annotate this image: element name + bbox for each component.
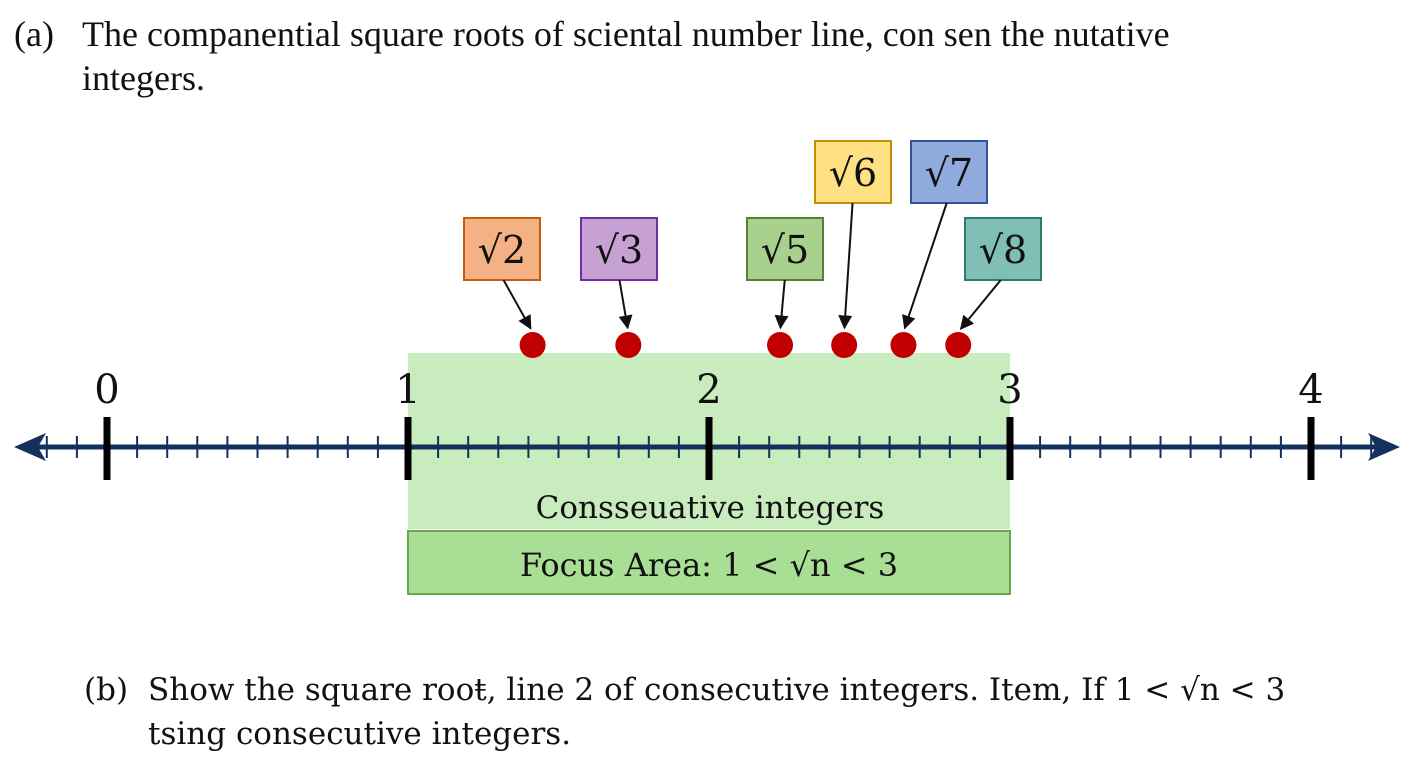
root-point — [945, 332, 972, 358]
root-arrow — [838, 202, 854, 330]
part-a-line2: integers. — [82, 58, 205, 98]
root-label: √6 — [829, 151, 877, 195]
major-ticks — [103, 417, 1315, 480]
minor-ticks — [45, 436, 1373, 458]
root-label: √2 — [478, 228, 526, 272]
integer-label: 2 — [696, 367, 721, 413]
root-arrow — [902, 202, 948, 330]
root-label-box — [746, 217, 824, 281]
integer-label: 4 — [1298, 367, 1323, 413]
root-label-box — [910, 140, 988, 204]
root-callouts: √2 √3 √5 √6 √7√8 — [463, 140, 1042, 330]
root-point — [767, 332, 794, 358]
root-label-box — [814, 140, 892, 204]
integer-label: 1 — [395, 367, 420, 413]
root-label-box — [463, 217, 541, 281]
part-a-label: (a) — [14, 14, 54, 54]
part-b-line2: tsing consecutive integers. — [148, 716, 572, 752]
part-b-text: (b) Show the square rooŧ, line 2 of conse… — [84, 668, 1285, 756]
part-a-line1: The companential square roots of scienta… — [82, 14, 1170, 54]
axis-arrow-right — [1368, 433, 1400, 461]
root-label: √3 — [595, 228, 643, 272]
root-label: √8 — [979, 228, 1027, 272]
root-label-box — [964, 217, 1042, 281]
part-b-line1: Show the square rooŧ, line 2 of consecut… — [148, 672, 1286, 708]
root-arrow — [959, 279, 1002, 330]
axis-arrow-left — [14, 433, 46, 461]
root-point — [615, 332, 642, 358]
region-label: Conѕseuative integers — [536, 490, 885, 526]
root-point — [519, 332, 546, 358]
root-arrow — [774, 279, 789, 330]
part-a-text: (a) The companential square roots of scie… — [14, 12, 1170, 100]
root-point — [831, 332, 858, 358]
root-label-box — [580, 217, 658, 281]
part-b-label: (b) — [84, 672, 129, 708]
root-label: √5 — [761, 228, 809, 272]
number-line-axis — [14, 417, 1400, 480]
root-points — [519, 332, 972, 358]
integer-labels: 0 1 2 3 4 — [94, 367, 1323, 413]
focus-area-label: Focus Area: 1 < √n < 3 — [520, 546, 898, 584]
root-arrow — [618, 279, 633, 330]
integer-label: 3 — [997, 367, 1022, 413]
root-arrow — [502, 279, 532, 330]
integer-label: 0 — [94, 367, 119, 413]
focus-area-box — [407, 530, 1011, 595]
root-point — [890, 332, 917, 358]
root-label: √7 — [925, 151, 973, 195]
